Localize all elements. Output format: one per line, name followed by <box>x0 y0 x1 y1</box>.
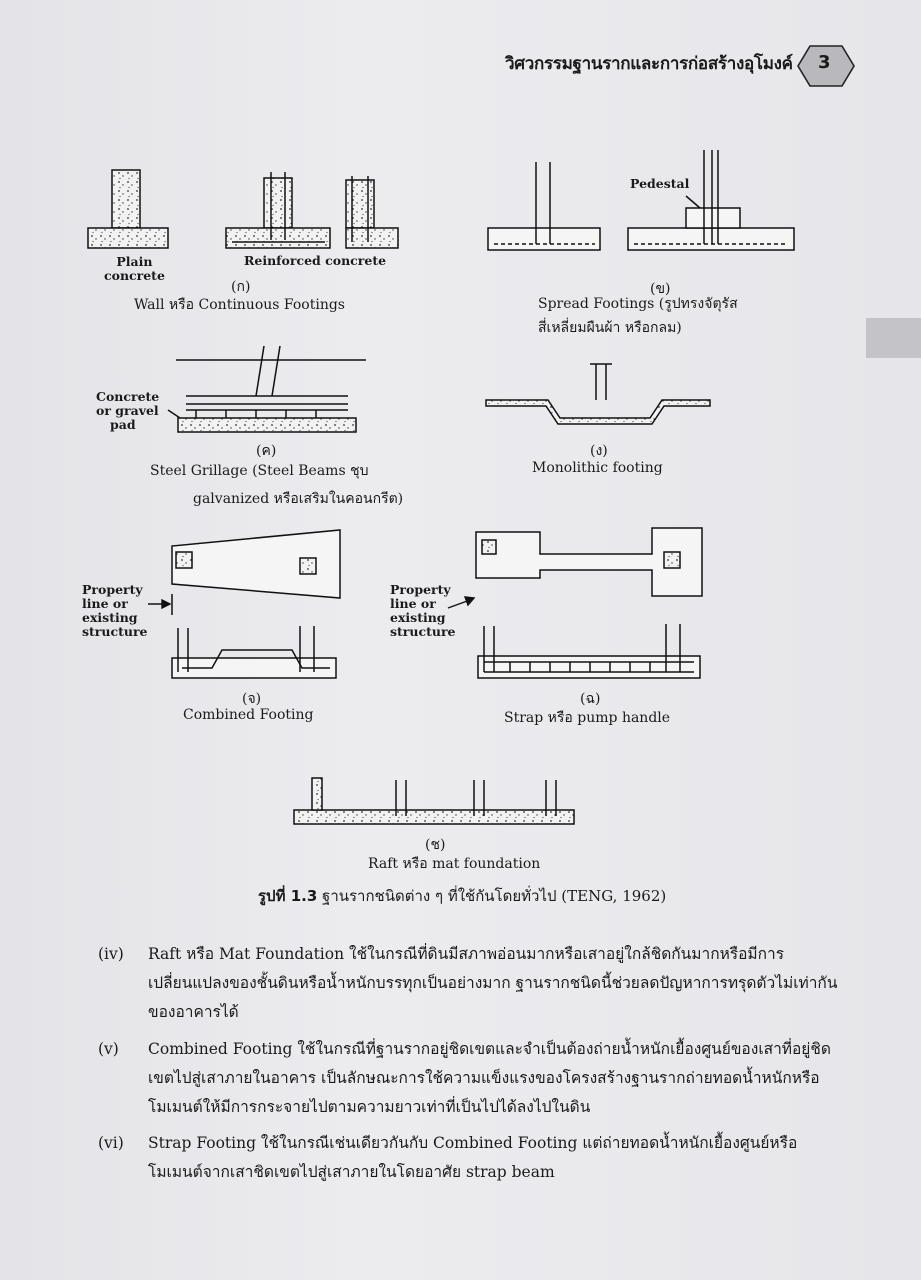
monolithic-footing <box>485 363 711 425</box>
spread-footing-with-pedestal <box>627 150 795 251</box>
panel-c-tag: (ค) <box>256 443 277 459</box>
panel-e-tag: (จ) <box>242 691 262 707</box>
figure-caption-text: ฐานรากชนิดต่าง ๆ ที่ใช้กันโดยทั่วไป (TEN… <box>322 887 667 905</box>
page-number-badge <box>797 45 855 87</box>
foundation-figure <box>87 150 795 825</box>
paragraph-v: (v) Combined Footing ใช้ในกรณีที่ฐานรากอ… <box>98 1035 838 1125</box>
paragraph-iv-number: (iv) <box>98 945 124 963</box>
panel-c-caption-line2: galvanized หรือเสริมในคอนกรีต) <box>193 491 404 507</box>
spread-footing-simple <box>487 162 601 251</box>
paragraph-v-number: (v) <box>98 1040 119 1058</box>
panel-e-caption: Combined Footing <box>183 707 314 723</box>
paragraph-vi: (vi) Strap Footing ใช้ในกรณีเช่นเดียวกัน… <box>98 1129 838 1189</box>
page-number: 3 <box>818 52 831 73</box>
figure-caption: รูปที่ 1.3 ฐานรากชนิดต่าง ๆ ที่ใช้กันโดย… <box>258 884 666 908</box>
panel-g-tag: (ช) <box>425 837 446 853</box>
reinforced-wall-footing <box>225 172 331 249</box>
reinforced-edge-wall-footing <box>345 176 399 249</box>
panel-b-caption-line1: Spread Footings (รูปทรงจัตุรัส <box>538 296 738 312</box>
paragraph-vi-number: (vi) <box>98 1134 124 1152</box>
combined-footing-section <box>171 626 337 679</box>
strap-footing-plan <box>475 527 703 597</box>
panel-g-caption: Raft หรือ mat foundation <box>368 856 541 872</box>
paragraph-iv: (iv) Raft หรือ Mat Foundation ใช้ในกรณีท… <box>98 940 838 1030</box>
panel-f-tag: (ฉ) <box>580 691 601 707</box>
paragraph-iv-text: Raft หรือ Mat Foundation ใช้ในกรณีที่ดิน… <box>148 945 838 1021</box>
paragraph-v-text: Combined Footing ใช้ในกรณีที่ฐานรากอยู่ช… <box>148 1040 831 1116</box>
panel-c-caption-line1: Steel Grillage (Steel Beams ชุบ <box>150 463 369 479</box>
panel-a-tag: (ก) <box>231 279 251 295</box>
panel-b-tag: (ข) <box>650 281 671 297</box>
panel-f-caption: Strap หรือ pump handle <box>504 710 671 726</box>
steel-grillage-footing <box>167 345 366 433</box>
running-header-title: วิศวกรรมฐานรากและการก่อสร้างอุโมงค์ <box>505 54 793 74</box>
raft-foundation <box>293 777 575 825</box>
plain-concrete-wall-footing <box>87 169 169 249</box>
panel-b-caption-line2: สี่เหลี่ยมผืนผ้า หรือกลม) <box>538 320 682 336</box>
combined-footing-plan <box>171 529 341 615</box>
chapter-tab-marker <box>866 318 921 358</box>
panel-d-tag: (ง) <box>590 443 608 459</box>
panel-d-caption: Monolithic footing <box>532 460 663 476</box>
pedestal-label: Pedestal <box>630 176 690 191</box>
reinforced-concrete-label: Reinforced concrete <box>244 253 387 268</box>
paragraph-vi-text: Strap Footing ใช้ในกรณีเช่นเดียวกันกับ C… <box>148 1134 798 1181</box>
panel-a-caption: Wall หรือ Continuous Footings <box>134 297 345 313</box>
strap-footing-section <box>477 624 701 679</box>
figure-caption-prefix: รูปที่ 1.3 <box>258 887 318 905</box>
